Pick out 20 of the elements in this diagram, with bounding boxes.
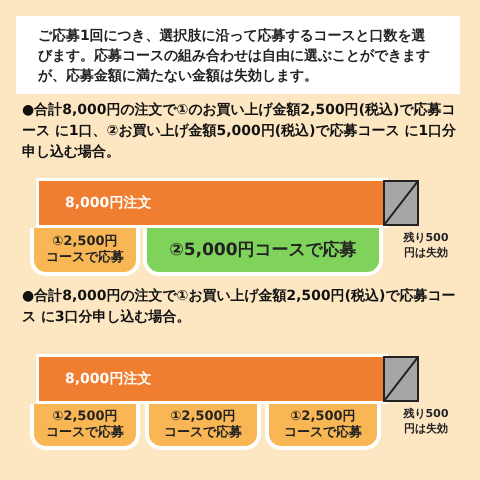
course-text: ①2,500円コースで応募 [163,409,243,441]
course-text: ①2,500円コースで応募 [283,409,363,441]
course-tile [143,228,383,276]
order-text: 8,000円注文 [64,370,152,388]
intro-text: ご応募1回につき、選択肢に沿って応募するコースと口数を選びます。応募コースの組み合わせは自由に選ぶことができますが、応募金額に満たない金額は失効します。 [38,26,431,86]
info-card [16,16,460,94]
course-text: ②5,000円コースで応募 [169,242,357,258]
order-text: 8,000円注文 [64,194,152,212]
course-text: ①2,500円コースで応募 [45,409,125,441]
order-bar [36,178,388,228]
note-text: 残り500円は失効 [402,230,450,260]
note-text: 残り500円は失効 [402,406,450,436]
order-bar [36,354,388,404]
course-tile [30,404,140,450]
course-tile [265,404,381,450]
course-text: ①2,500円コースで応募 [45,234,125,266]
heading-text: ●合計8,000円の注文で①のお買い上げ金額2,500円(税込)で応募コース に1口、②お買い上げ金額5,000円(税込)で応募コース に1口分申し込む場合。 [22,100,458,162]
heading-text: ●合計8,000円の注文で①お買い上げ金額2,500円(税込)で応募コース に3口分申し込む場合。 [22,286,456,327]
course-tile [30,228,140,276]
course-tile [145,404,261,450]
